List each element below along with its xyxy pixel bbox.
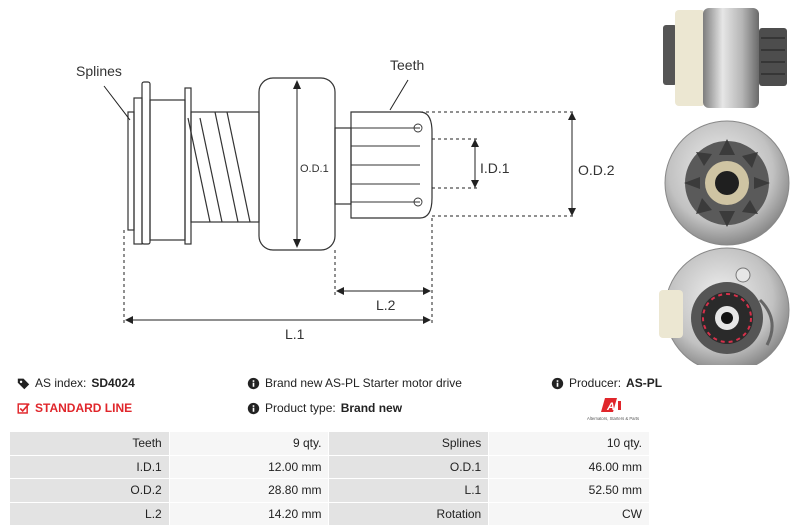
pinion-teeth-lines [351, 123, 423, 207]
spec-value: CW [488, 501, 650, 526]
clutch-body [149, 99, 186, 241]
spring-housing [190, 111, 260, 223]
product-type-value: Brand new [340, 401, 403, 415]
photo-rear-view [659, 247, 790, 365]
flange-rim [127, 111, 135, 231]
dimension-arrows [125, 80, 576, 324]
spec-value: 12.00 mm [168, 454, 330, 479]
producer-label: Producer: [569, 376, 622, 390]
standard-line-label: STANDARD LINE [35, 401, 133, 415]
logo-tagline: Alternators, Starters & Parts [587, 416, 639, 421]
spec-key: I.D.1 [9, 454, 170, 479]
spec-value: 52.50 mm [488, 478, 650, 503]
checkbox-checked-icon [17, 402, 30, 414]
spec-key: Splines [328, 431, 490, 456]
spec-key: O.D.1 [328, 454, 490, 479]
tag-icon [17, 378, 30, 389]
info-icon [551, 377, 564, 389]
info-icon [247, 402, 260, 414]
label-splines: Splines [76, 63, 122, 79]
info-icon [247, 377, 260, 389]
description-text: Brand new AS-PL Starter motor drive [265, 376, 462, 390]
spec-key: L.2 [9, 501, 170, 526]
spec-value: 10 qty. [488, 431, 650, 456]
product-type-label: Product type: [265, 401, 336, 415]
photo-side-view [663, 8, 787, 108]
spec-key: Teeth [9, 431, 170, 456]
spec-value: 14.20 mm [168, 501, 330, 526]
label-l2: L.2 [376, 297, 396, 313]
spec-value: 9 qty. [168, 431, 330, 456]
label-od1: O.D.1 [300, 163, 329, 175]
label-l1: L.1 [285, 326, 305, 342]
product-photos [659, 8, 790, 365]
label-id1: I.D.1 [480, 160, 510, 176]
description-row: Brand new AS-PL Starter motor drive [247, 376, 462, 390]
flange-ring [133, 97, 143, 245]
pinion [350, 111, 433, 219]
as-index-value: SD4024 [91, 376, 135, 390]
spec-key: Rotation [328, 501, 490, 526]
technical-drawing: Splines Teeth O.D.1 I.D.1 O.D.2 L.2 L.1 [76, 57, 615, 342]
producer-row: Producer: AS-PL [551, 376, 662, 390]
flange-plate [141, 81, 151, 245]
spec-value: 46.00 mm [488, 454, 650, 479]
standard-line-row: STANDARD LINE [17, 401, 132, 415]
spec-value: 28.80 mm [168, 478, 330, 503]
dimension-lines [103, 79, 576, 325]
spec-key: O.D.2 [9, 478, 170, 503]
as-pl-logo: AS Alternators, Starters & Parts [587, 398, 639, 421]
label-od2: O.D.2 [578, 162, 615, 178]
as-index-row: AS index: SD4024 [17, 376, 135, 390]
clutch-collar [184, 87, 192, 245]
spring-coils [187, 111, 251, 223]
product-type-row: Product type: Brand new [247, 401, 402, 415]
as-index-label: AS index: [35, 376, 87, 390]
photo-front-view [664, 120, 790, 246]
label-teeth: Teeth [390, 57, 424, 73]
spec-key: L.1 [328, 478, 490, 503]
producer-value: AS-PL [626, 376, 663, 390]
shaft [334, 127, 352, 205]
